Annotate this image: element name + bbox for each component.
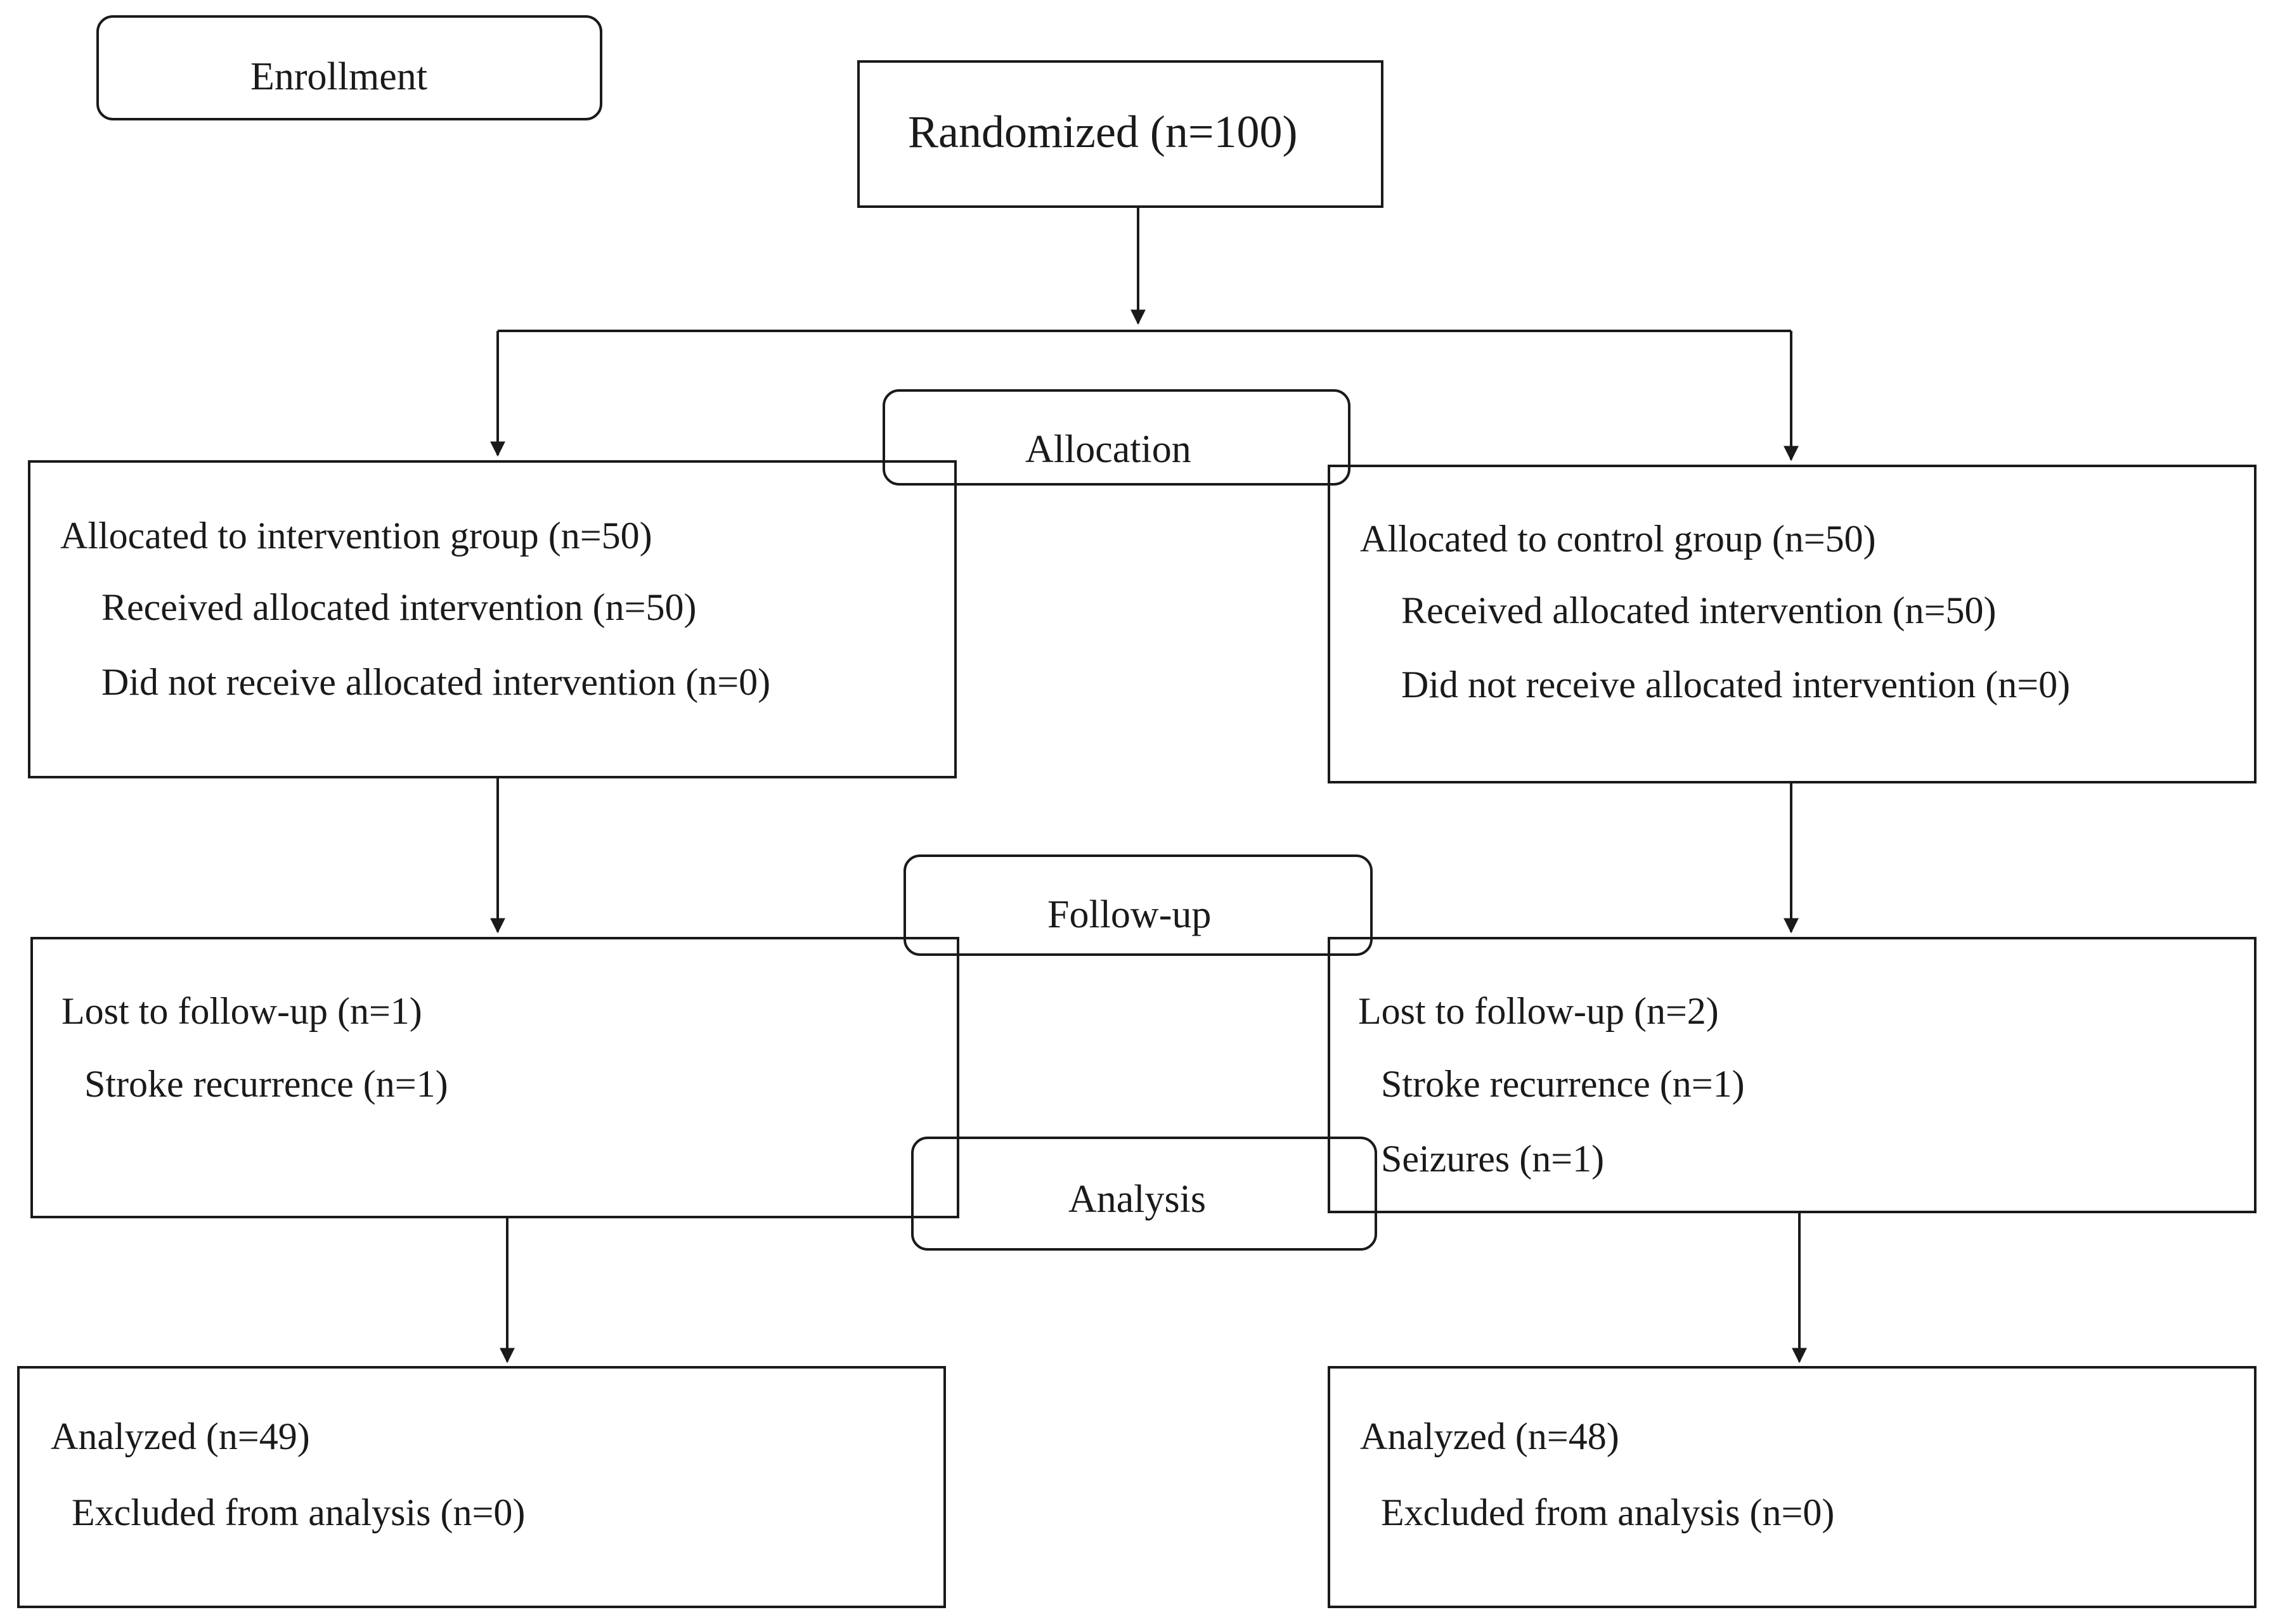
control-analysis-box [1328, 1366, 2257, 1608]
control-seizures-text: Seizures (n=1) [1381, 1138, 1605, 1180]
control-excluded-text: Excluded from analysis (n=0) [1381, 1492, 1835, 1533]
randomized-box [857, 60, 1383, 208]
stage-follow-up [903, 854, 1373, 956]
stage-analysis [911, 1137, 1377, 1251]
randomized-label: Randomized (n=100) [908, 106, 1298, 157]
control-lost-text: Lost to follow-up (n=2) [1358, 990, 1719, 1032]
intervention-analyzed-text: Analyzed (n=49) [51, 1415, 310, 1457]
intervention-allocation-box [28, 460, 957, 778]
intervention-not-received-text: Did not receive allocated intervention (… [101, 661, 771, 703]
stage-analysis-label: Analysis [1068, 1178, 1206, 1221]
intervention-analysis-box [17, 1366, 946, 1608]
control-stroke-text: Stroke recurrence (n=1) [1381, 1063, 1745, 1105]
control-followup-box [1328, 937, 2257, 1213]
stage-enrollment [96, 15, 602, 120]
intervention-stroke-text: Stroke recurrence (n=1) [84, 1063, 448, 1105]
stage-allocation [883, 389, 1350, 486]
control-not-received-text: Did not receive allocated intervention (… [1401, 664, 2071, 706]
control-received-text: Received allocated intervention (n=50) [1401, 590, 1997, 631]
intervention-allocated-text: Allocated to intervention group (n=50) [60, 515, 652, 557]
stage-enrollment-label: Enrollment [250, 55, 427, 98]
intervention-lost-text: Lost to follow-up (n=1) [62, 990, 422, 1032]
control-allocation-box [1328, 465, 2257, 783]
control-allocated-text: Allocated to control group (n=50) [1360, 518, 1876, 560]
stage-allocation-label: Allocation [1025, 428, 1191, 471]
intervention-followup-box [30, 937, 959, 1218]
intervention-excluded-text: Excluded from analysis (n=0) [72, 1492, 526, 1533]
control-analyzed-text: Analyzed (n=48) [1360, 1415, 1619, 1457]
stage-follow-up-label: Follow-up [1047, 893, 1212, 936]
intervention-received-text: Received allocated intervention (n=50) [101, 586, 697, 628]
